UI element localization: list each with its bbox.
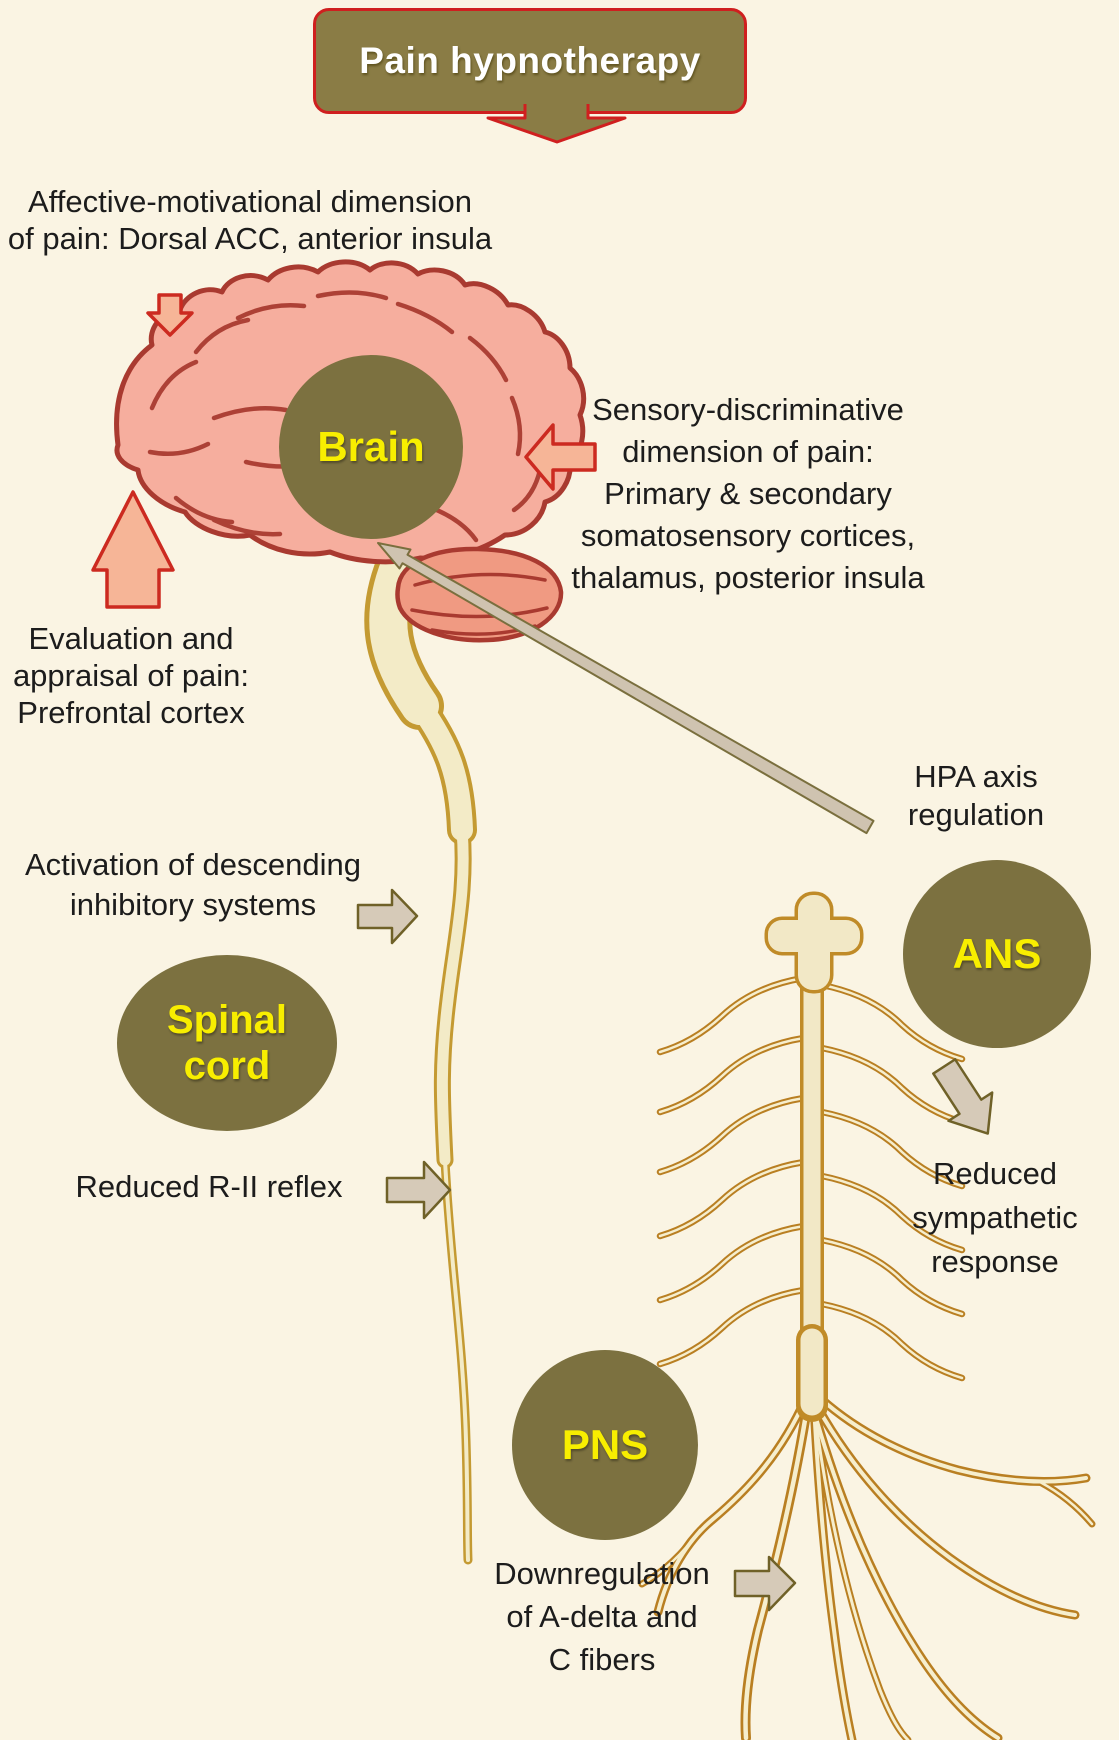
ans-down-arrow-icon: [932, 1058, 994, 1135]
reflex-right-arrow-icon: [385, 1160, 452, 1220]
hpa-axis-label: HPA axis regulation: [907, 759, 1045, 832]
reduced-reflex-label: Reduced R-II reflex: [75, 1169, 343, 1204]
downregulation-label: Downregulation of A-delta and C fibers: [494, 1556, 710, 1677]
affective-dimension-label: Affective-motivational dimension of pain…: [7, 184, 493, 256]
trunk-right-branches: [818, 981, 966, 1382]
brain-node: Brain: [279, 355, 463, 539]
brain-node-label: Brain: [317, 423, 425, 470]
title-banner: Pain hypnotherapy: [313, 8, 747, 114]
title-down-arrow-icon: [486, 104, 627, 144]
pointer-line-arrow: [377, 542, 875, 835]
page-title: Pain hypnotherapy: [359, 40, 701, 81]
sensory-dimension-label: Sensory-discriminative dimension of pain…: [571, 392, 925, 595]
spinal-cord-illustration: [364, 541, 477, 1565]
activation-right-arrow-icon: [356, 888, 419, 945]
pns-node-label: PNS: [561, 1421, 649, 1468]
trunk-cross-top: [764, 891, 864, 994]
ans-node: ANS: [903, 860, 1091, 1048]
nerve-roots: [638, 1393, 1096, 1740]
affective-down-arrow-icon: [146, 293, 194, 337]
reduced-sympathetic-label: Reduced sympathetic response: [912, 1156, 1078, 1279]
spinal-cord-node: Spinal cord: [117, 955, 337, 1131]
ans-node-label: ANS: [952, 930, 1042, 977]
evaluation-up-arrow-icon: [91, 490, 175, 609]
descending-inhibitory-label: Activation of descending inhibitory syst…: [24, 847, 362, 922]
spinal-cord-node-label: Spinal cord: [166, 998, 288, 1088]
sympathetic-trunk-illustration: [638, 891, 1096, 1740]
pns-node: PNS: [512, 1350, 698, 1540]
evaluation-appraisal-label: Evaluation and appraisal of pain: Prefro…: [12, 621, 250, 730]
downregulation-right-arrow-icon: [733, 1555, 797, 1612]
sensory-left-arrow-icon: [524, 423, 597, 491]
trunk-left-branches: [656, 974, 808, 1368]
